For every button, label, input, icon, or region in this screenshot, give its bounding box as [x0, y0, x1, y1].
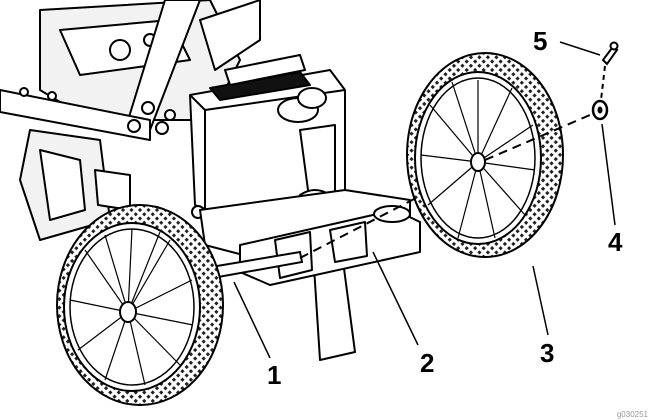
callout-1: 1 [267, 360, 281, 390]
washer [591, 99, 609, 121]
assembly-axis-line [484, 111, 598, 161]
leader-line-4 [601, 123, 616, 226]
leader-line-5 [559, 41, 601, 56]
leader-line-2 [372, 251, 419, 346]
leader-line-1 [233, 281, 271, 359]
left-wheel [56, 204, 224, 406]
callouts: 1 2 3 4 5 [267, 26, 623, 390]
callout-5: 5 [533, 26, 547, 56]
leader-line-3 [532, 265, 549, 336]
hairpin-cotter [600, 41, 619, 101]
leader-lines [233, 41, 616, 359]
right-wheel [406, 52, 564, 258]
figure-id: g030251 [617, 410, 649, 419]
callout-3: 3 [540, 338, 554, 368]
tiller-frame [0, 0, 411, 361]
callout-2: 2 [420, 348, 434, 378]
callout-4: 4 [608, 227, 623, 257]
